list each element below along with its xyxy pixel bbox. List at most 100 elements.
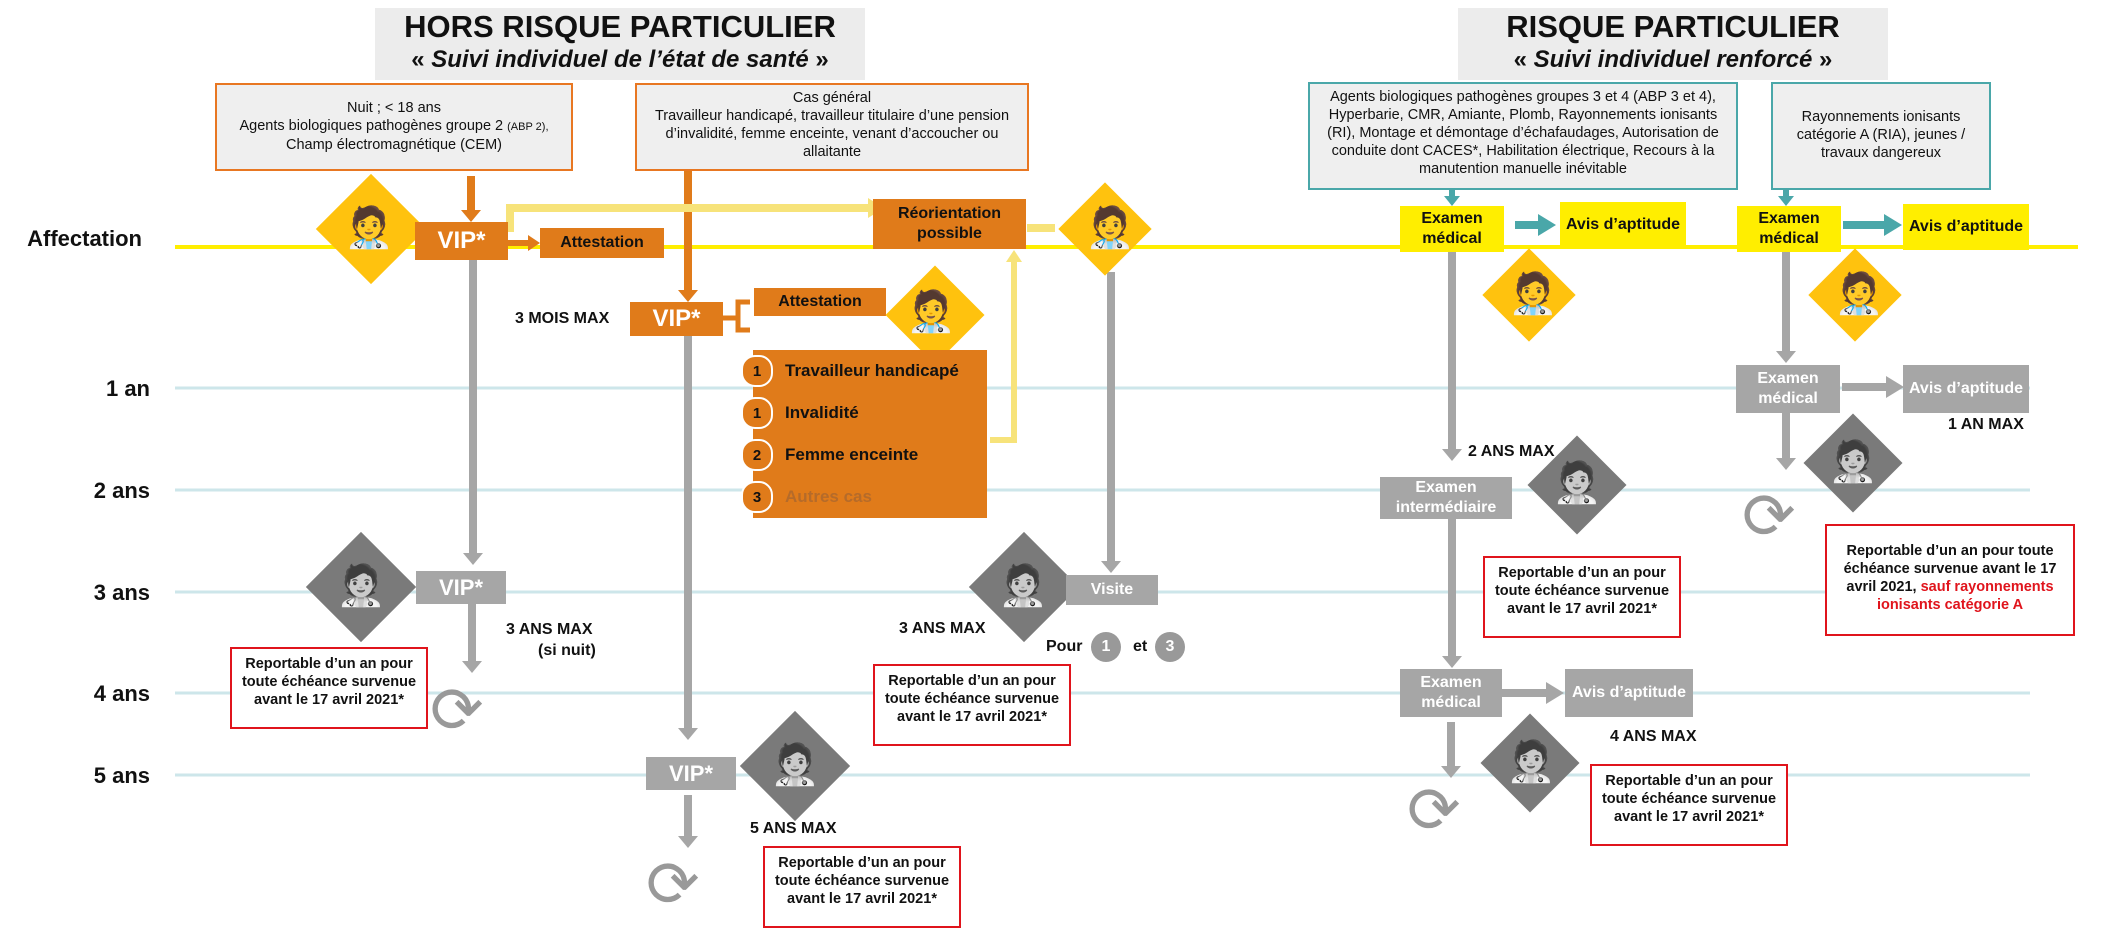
arrowhead [678, 836, 698, 848]
arrowhead [1538, 214, 1556, 236]
list-item: 1 Invalidité [741, 392, 987, 434]
arrowhead [1884, 214, 1902, 236]
visite-box: Visite [1066, 575, 1158, 605]
doctor-icon: 🧑‍⚕️ [1828, 440, 1878, 484]
max-3ans-label: 3 ANS MAX [506, 621, 593, 638]
reorientation-box: Réorientation possible [873, 199, 1026, 249]
max-3mois-label: 3 MOIS MAX [515, 310, 610, 327]
avis-aptitude-ria-1an: Avis d’aptitude [1903, 365, 2029, 413]
et-label: et [1133, 638, 1148, 655]
cond-general-text: Travailleur handicapé, travailleur titul… [654, 108, 1010, 160]
refresh-cycle-icon: ⟳ [1742, 480, 1796, 552]
list-label: Travailleur handicapé [785, 361, 959, 380]
doctor-icon: 🧑‍⚕️ [1834, 272, 1884, 316]
vip-general: VIP* [630, 302, 723, 336]
arrowhead [1776, 351, 1796, 363]
refresh-cycle-icon: ⟳ [646, 848, 700, 920]
condition-general-box: Cas général Travailleur handicapé, trava… [635, 83, 1029, 171]
cond-abp-text: Agents biologiques pathogènes groupes 3 … [1327, 89, 1719, 177]
case-1-badge: 1 [1091, 632, 1121, 662]
label-1-an: 1 an [105, 376, 150, 401]
condition-ria-box: Rayonnements ionisants catégorie A (RIA)… [1771, 82, 1991, 190]
doctor-icon: 🧑‍⚕️ [1506, 740, 1556, 784]
exam-intermediaire: Examen intermédiaire [1380, 477, 1512, 519]
refresh-cycle-icon: ⟳ [430, 674, 484, 746]
arrowhead [1441, 766, 1461, 778]
arrowhead [462, 661, 482, 673]
list-item: 2 Femme enceinte [741, 434, 987, 476]
arrowhead [678, 290, 698, 302]
exam-medical-4ans: Examen médical [1400, 669, 1502, 717]
vip-3ans: VIP* [416, 571, 506, 604]
arrow-vip-list [723, 315, 750, 333]
avis-aptitude-4ans: Avis d’aptitude [1565, 669, 1693, 717]
max-5ans-label: 5 ANS MAX [750, 820, 837, 837]
label-2-ans: 2 ans [93, 478, 150, 503]
doctor-icon: 🧑‍⚕️ [1552, 461, 1602, 505]
doctor-icon: 🧑‍⚕️ [998, 564, 1048, 608]
label-3-ans: 3 ans [93, 580, 150, 605]
arrowhead [1444, 196, 1460, 206]
max-1an-label: 1 AN MAX [1948, 416, 2024, 433]
arrowhead [1886, 376, 1904, 398]
doctor-icon: 🧑‍⚕️ [770, 743, 820, 787]
doctor-icon: 🧑‍⚕️ [336, 564, 386, 608]
reportable-note-left: Reportable d’un an pour toute échéance s… [230, 647, 428, 729]
list-number: 2 [741, 439, 773, 471]
max-2ans-label: 2 ANS MAX [1468, 443, 1555, 460]
list-item: 1 Travailleur handicapé [741, 350, 987, 392]
arrowhead [1778, 196, 1794, 206]
arrow-femme-enceinte [990, 262, 1017, 443]
arrowhead [461, 210, 481, 222]
si-nuit-label: (si nuit) [538, 642, 596, 659]
arrowhead [1546, 682, 1564, 704]
condition-night-box: Nuit ; < 18 ans Agents biologiques patho… [215, 83, 573, 171]
arrowhead [528, 235, 540, 251]
vip-affectation: VIP* [415, 222, 508, 260]
note-ria-exception: sauf rayonnements ionisants catégorie A [1876, 579, 2054, 613]
pour-label: Pour [1046, 638, 1083, 655]
right-header-title: RISQUE PARTICULIER [1506, 9, 1840, 44]
list-label: Invalidité [785, 403, 859, 422]
label-5-ans: 5 ans [93, 763, 150, 788]
doctor-icon: 🧑‍⚕️ [1508, 272, 1558, 316]
attestation-affectation: Attestation [540, 228, 664, 258]
vip-5ans: VIP* [646, 757, 736, 790]
arrowhead [1776, 458, 1796, 470]
attestation-general: Attestation [754, 288, 886, 316]
condition-abp-box: Agents biologiques pathogènes groupes 3 … [1308, 82, 1738, 190]
avis-aptitude-ria: Avis d’aptitude [1903, 204, 2029, 250]
cond-ria-text: Rayonnements ionisants catégorie A (RIA)… [1796, 109, 1966, 161]
left-header: HORS RISQUE PARTICULIER « Suivi individu… [375, 8, 865, 80]
cond-night-line1: Nuit ; < 18 ans [347, 100, 441, 116]
list-label: Femme enceinte [785, 445, 919, 464]
reportable-note-abp-4ans: Reportable d’un an pour toute échéance s… [1590, 764, 1788, 846]
arrowhead [678, 728, 698, 740]
list-number: 1 [741, 355, 773, 387]
max-4ans-label: 4 ANS MAX [1610, 728, 1697, 745]
label-4-ans: 4 ans [93, 681, 150, 706]
arrowhead [1101, 561, 1121, 573]
reportable-note-abp-inter: Reportable d’un an pour toute échéance s… [1483, 556, 1681, 638]
arrowhead [1442, 656, 1462, 668]
label-affectation: Affectation [27, 226, 142, 251]
exam-medical-ria-1an: Examen médical [1736, 365, 1840, 413]
arrowhead [463, 553, 483, 565]
reportable-note-visite: Reportable d’un an pour toute échéance s… [873, 664, 1071, 746]
cond-night-line2: Agents biologiques pathogènes groupe 2 (… [239, 118, 549, 134]
note-ria-text: Reportable d’un an pour toute échéance s… [1843, 543, 2057, 595]
arrowhead [1006, 250, 1022, 262]
left-header-title: HORS RISQUE PARTICULIER [404, 9, 836, 44]
list-number: 1 [741, 397, 773, 429]
avis-aptitude-affectation: Avis d’aptitude [1560, 202, 1686, 248]
list-label: Autres cas [785, 487, 872, 506]
cond-night-line3: Champ électromagnétique (CEM) [286, 137, 502, 153]
arrow-reorientation [506, 204, 870, 232]
max-3ans-visite-label: 3 ANS MAX [899, 620, 986, 637]
arrowhead [1442, 449, 1462, 461]
reportable-note-ria: Reportable d’un an pour toute échéance s… [1825, 524, 2075, 636]
refresh-cycle-icon: ⟳ [1407, 774, 1461, 846]
reportable-note-middle: Reportable d’un an pour toute échéance s… [763, 846, 961, 928]
